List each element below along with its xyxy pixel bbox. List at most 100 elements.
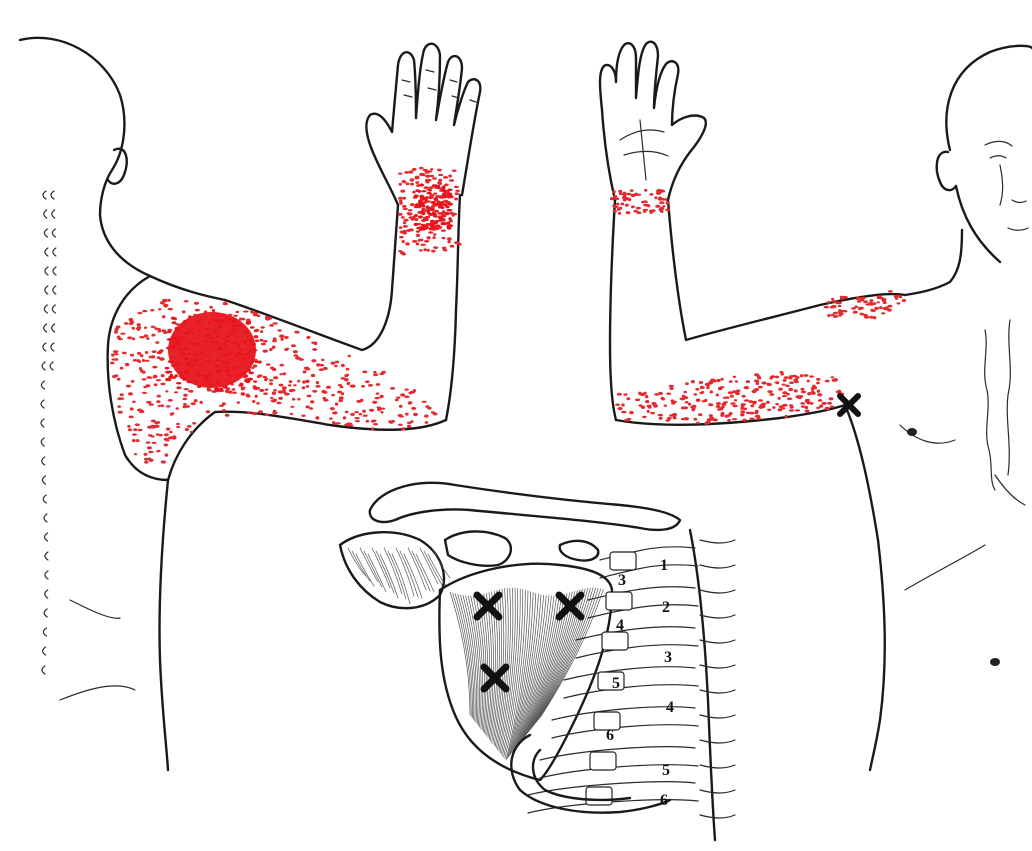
pain-dot	[176, 407, 179, 410]
pain-dot	[399, 200, 403, 203]
pain-dot	[437, 181, 442, 184]
pain-dot	[433, 193, 437, 195]
pain-dot	[700, 386, 704, 389]
pain-dot	[265, 316, 269, 319]
pain-dot	[216, 370, 221, 373]
pain-dot	[617, 393, 622, 396]
pain-dot	[279, 335, 285, 338]
pain-dot	[879, 306, 883, 309]
pain-dot	[146, 441, 151, 443]
posterior-neck-shoulder	[100, 215, 225, 300]
pain-dot	[423, 198, 428, 201]
pain-dot	[881, 312, 885, 314]
pain-dot	[413, 413, 418, 416]
spine-process-mark	[45, 590, 48, 598]
pain-dot	[293, 384, 297, 386]
pain-dot	[217, 325, 220, 327]
pain-dot	[706, 386, 709, 389]
pain-dot	[132, 337, 136, 340]
pain-dot	[433, 197, 438, 200]
pain-dot	[162, 315, 166, 318]
pain-dot	[211, 325, 214, 328]
pain-dot	[184, 388, 190, 390]
pain-dot	[222, 320, 227, 323]
pain-dot	[151, 326, 156, 328]
pain-dot	[225, 414, 230, 417]
rib-number-label: 3	[664, 649, 672, 666]
pain-dot	[322, 397, 326, 400]
pain-dot	[798, 396, 802, 399]
anterior-palm-creases	[620, 120, 668, 180]
pain-dot	[176, 382, 181, 384]
pain-dot	[306, 336, 310, 339]
pain-dot	[172, 321, 177, 324]
pain-dot	[455, 190, 460, 192]
pain-dot	[277, 402, 282, 405]
pain-dot	[613, 195, 617, 198]
pain-dot	[204, 327, 208, 330]
pain-dot	[265, 414, 269, 416]
pain-dot	[223, 303, 229, 306]
pain-dot	[283, 372, 286, 375]
pain-dot	[149, 403, 154, 406]
pain-dot	[410, 178, 415, 181]
rib-number-label: 1	[660, 557, 668, 574]
pain-dot	[199, 361, 203, 363]
pain-dot	[350, 385, 355, 388]
pain-dot	[191, 359, 196, 362]
pain-dot	[236, 324, 241, 327]
pain-dot	[260, 330, 263, 333]
pain-dot	[651, 209, 656, 212]
pain-dot	[333, 411, 337, 414]
pain-dot	[832, 379, 837, 382]
pain-dot	[426, 249, 430, 252]
pain-dot	[137, 409, 142, 412]
pain-dot	[261, 343, 266, 346]
spine-process-mark	[53, 267, 56, 275]
pain-dot	[181, 325, 184, 327]
pain-dot	[756, 382, 760, 385]
pain-dot	[754, 380, 759, 383]
pain-dot	[435, 210, 439, 213]
pain-dot	[222, 409, 225, 412]
pain-dot	[800, 374, 803, 377]
spine-process-mark	[53, 286, 56, 294]
pain-dot	[429, 194, 434, 197]
pain-dot	[854, 306, 858, 308]
pain-dot	[128, 392, 133, 395]
spine-process-mark	[52, 210, 55, 218]
pain-dot	[754, 373, 759, 376]
pain-dot	[402, 180, 407, 183]
pain-dot	[750, 404, 754, 407]
pain-dot	[185, 428, 189, 431]
pain-dot	[361, 385, 365, 388]
pain-dot	[205, 379, 209, 382]
pain-dot	[112, 375, 116, 378]
pain-dot	[253, 314, 258, 317]
anterior-navel	[990, 658, 1000, 666]
rib-number-label: 6	[606, 727, 614, 744]
pain-dot	[628, 198, 632, 201]
pain-dot	[669, 385, 674, 387]
pain-dot	[816, 382, 820, 385]
pain-dot	[401, 427, 405, 430]
pain-dot	[641, 201, 644, 204]
pain-dot	[172, 337, 176, 340]
pain-dot	[894, 295, 898, 298]
pain-dot	[811, 390, 815, 393]
pain-dot	[445, 212, 448, 215]
pain-dot	[228, 391, 233, 394]
pain-dot	[217, 347, 222, 350]
pain-dot	[133, 428, 137, 431]
pain-dot	[330, 407, 335, 410]
pain-dot	[121, 397, 125, 399]
pain-dot	[416, 243, 420, 246]
pain-dot	[626, 418, 631, 420]
pain-dot	[158, 330, 162, 333]
pain-dot	[227, 374, 232, 377]
pain-dot	[127, 336, 132, 339]
pain-dot	[128, 428, 132, 431]
pain-dot	[183, 332, 187, 334]
posterior-arm-bottom	[168, 412, 446, 480]
pain-dot	[744, 399, 749, 402]
